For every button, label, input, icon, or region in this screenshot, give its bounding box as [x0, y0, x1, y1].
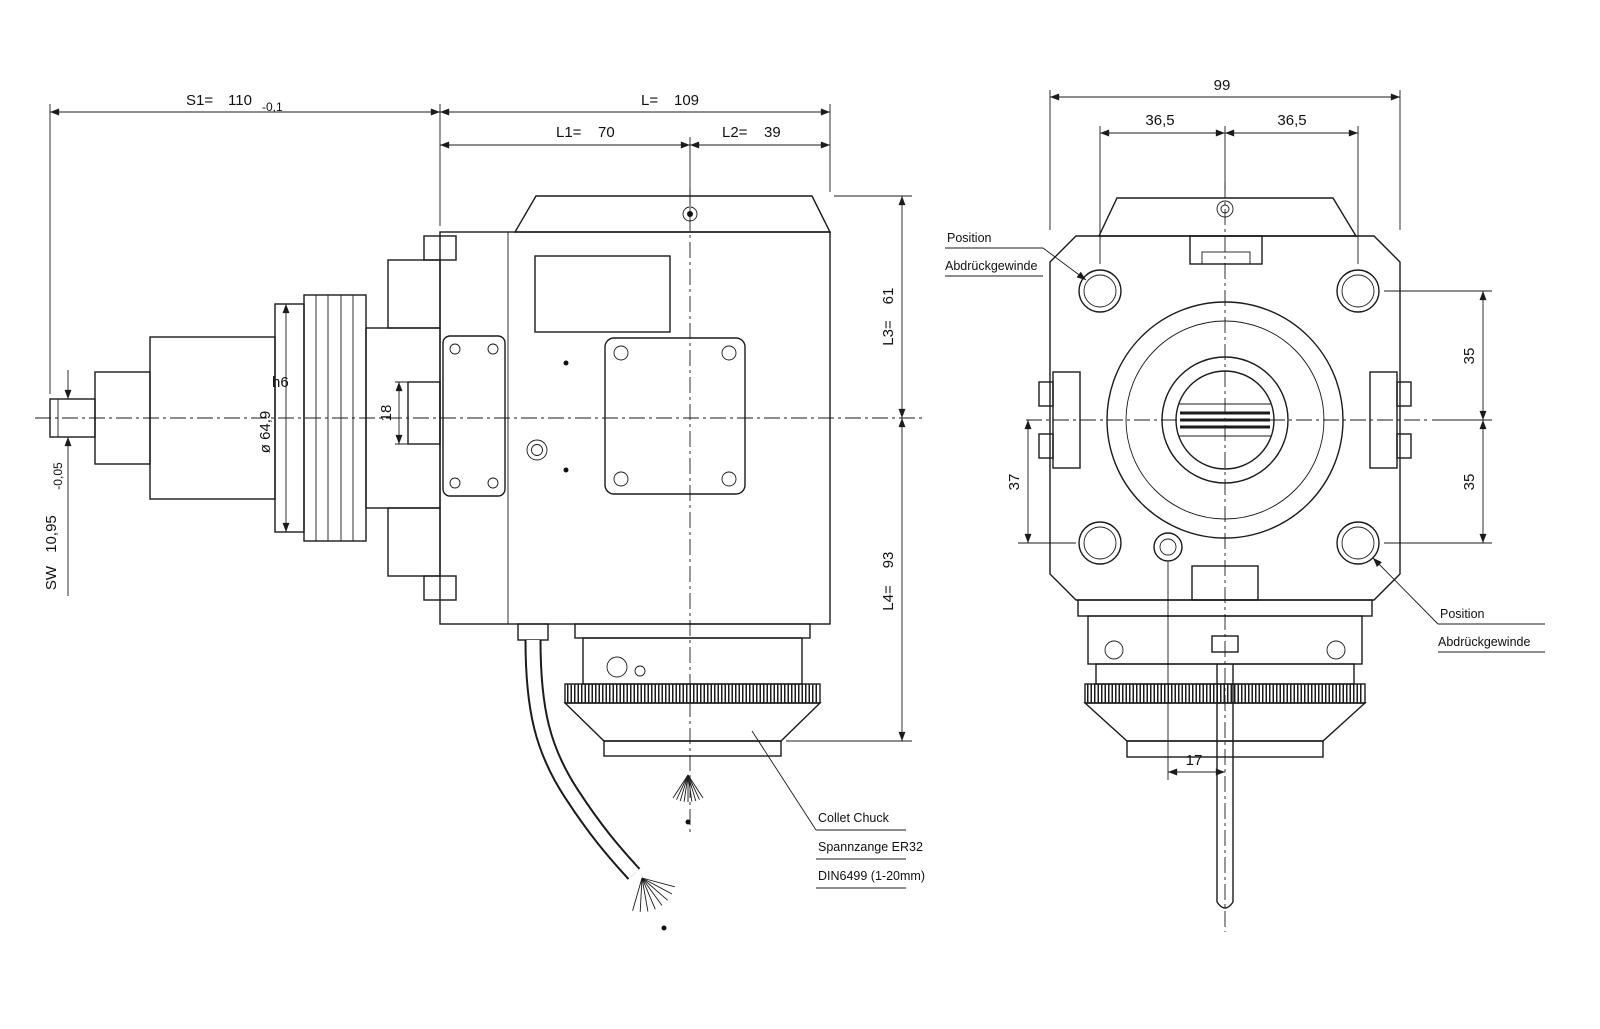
- dim-365-right-value: 36,5: [1277, 112, 1306, 129]
- adapter-top-block: [387, 259, 441, 329]
- spindle-ring-mid: [1125, 320, 1325, 520]
- note-bottom-line2: Abdrückgewinde: [1438, 635, 1530, 649]
- dim-l4-label: L4=: [880, 585, 897, 611]
- set-screw: [526, 439, 548, 461]
- cap-screw: [1216, 200, 1234, 218]
- dim-l2-value: 39: [764, 124, 781, 141]
- dim-s1-value: 110: [228, 92, 252, 109]
- adapter-bottom-block: [387, 507, 441, 577]
- tube-collar: [1211, 635, 1239, 653]
- dim-l1-value: 70: [598, 124, 615, 141]
- body-window: [534, 255, 671, 333]
- dim-sw-value: 10,95: [43, 515, 60, 553]
- jack-screw-hole-top-left: [1078, 269, 1122, 313]
- side-view-part: [35, 188, 922, 931]
- latch-ear-left: [1104, 640, 1124, 660]
- dim-18-value: 18: [378, 405, 395, 422]
- chuck-nose: [1126, 740, 1324, 758]
- dim-s1-label: S1=: [186, 92, 213, 109]
- dim-sw-label: SW: [43, 565, 60, 590]
- dim-365-left-value: 36,5: [1145, 112, 1174, 129]
- cable-wire-fan-icon: [632, 877, 675, 931]
- side-view-dimensions: S1= 110 -0,1 L= 109 L1= 70 L2= 39 L3= 61…: [43, 92, 912, 742]
- left-clamp-block: [1052, 371, 1081, 469]
- center-mount-plate: [604, 337, 746, 495]
- jack-screw-hole-bottom-left: [1078, 521, 1122, 565]
- latch-ear-right: [1326, 640, 1346, 660]
- note-top-line1: Position: [947, 231, 992, 245]
- dim-17-value: 17: [1186, 752, 1203, 769]
- gear-head-body: [439, 231, 831, 625]
- coolant-spray-icon: [672, 774, 704, 825]
- note-collet-line1: Collet Chuck: [818, 811, 890, 825]
- front-view-part: [1026, 182, 1428, 932]
- note-collet-line3: DIN6499 (1-20mm): [818, 869, 925, 883]
- chuck-nose: [603, 740, 782, 757]
- note-top-line2: Abdrückgewinde: [945, 259, 1037, 273]
- dim-l-label: L=: [641, 92, 658, 109]
- leader-line: [1372, 557, 1439, 625]
- dim-diameter-fit: h6: [272, 374, 289, 391]
- spindle-ring-outer: [1106, 301, 1344, 539]
- chuck-taper: [563, 702, 822, 742]
- dim-l4-value: 93: [880, 552, 897, 569]
- dim-35-top-value: 35: [1461, 348, 1478, 365]
- right-clamp-block: [1369, 371, 1398, 469]
- dim-s1-tolerance: -0,1: [262, 100, 283, 114]
- housing-front: [1049, 235, 1401, 601]
- position-note-bottom: Position Abdrückgewinde: [1372, 557, 1545, 653]
- jack-screw-hole-top-right: [1336, 269, 1380, 313]
- note-collet-line2: Spannzange ER32: [818, 840, 923, 854]
- note-bottom-line1: Position: [1440, 607, 1485, 621]
- latch-ear: [606, 656, 628, 678]
- dim-35-bottom-value: 35: [1461, 474, 1478, 491]
- dim-99-value: 99: [1214, 77, 1231, 94]
- top-cap: [513, 195, 832, 233]
- chuck-flange: [574, 623, 811, 639]
- jack-screw-hole-bottom-right: [1336, 521, 1380, 565]
- dim-l1-label: L1=: [556, 124, 582, 141]
- spindle-bore-outer: [1161, 356, 1289, 484]
- top-tab: [1189, 235, 1263, 265]
- front-view-dimensions: 99 36,5 36,5 35 35 37 17: [1006, 77, 1492, 780]
- dim-37-value: 37: [1006, 474, 1023, 491]
- dim-l-value: 109: [674, 92, 699, 109]
- leader-line: [751, 730, 817, 831]
- dim-l3-label: L3=: [880, 320, 897, 346]
- cap-screw: [682, 206, 698, 222]
- collet-chuck-note: Collet Chuck Spannzange ER32 DIN6499 (1-…: [751, 730, 925, 889]
- dim-l3-value: 61: [880, 288, 897, 305]
- dim-sw-tolerance: -0,05: [51, 462, 65, 490]
- left-mount-plate: [442, 335, 506, 497]
- leader-line: [1042, 247, 1087, 281]
- position-note-top: Position Abdrückgewinde: [945, 231, 1087, 281]
- spindle-bore-inner: [1175, 370, 1275, 470]
- key-tab: [407, 381, 441, 445]
- coolant-port: [1153, 532, 1183, 562]
- dim-l2-label: L2=: [722, 124, 748, 141]
- dim-diameter-value: ø 64,9: [257, 411, 274, 454]
- cable-gland: [517, 623, 549, 641]
